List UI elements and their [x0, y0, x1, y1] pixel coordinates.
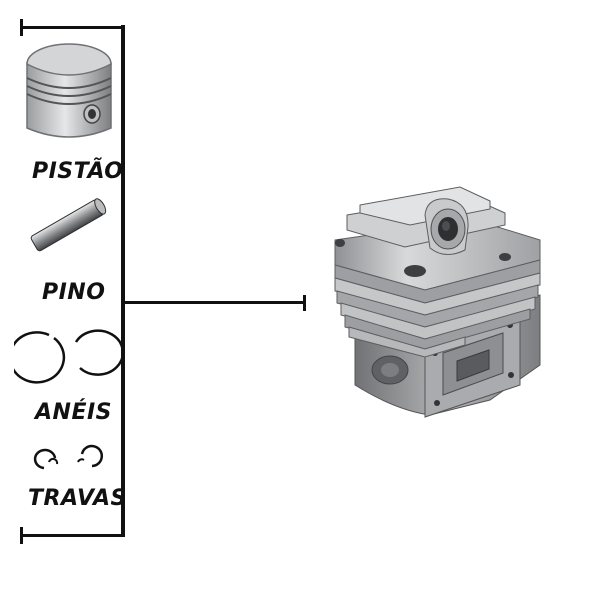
piston-icon: [26, 43, 112, 138]
piston-label: PISTÃO: [32, 159, 124, 184]
piston-rings-icon: [14, 329, 122, 384]
connector-cap: [303, 295, 306, 311]
bracket-bottom-cap: [20, 527, 23, 544]
clips-label: TRAVAS: [28, 486, 127, 511]
bracket-top-cap: [20, 19, 23, 36]
bracket-bottom-line: [22, 534, 124, 537]
bracket-top-line: [22, 26, 124, 29]
piston-pin-icon: [30, 198, 107, 252]
connector-line: [125, 301, 305, 304]
pin-label: PINO: [42, 280, 106, 305]
rings-label: ANÉIS: [35, 400, 112, 425]
retaining-clips-icon: [33, 444, 104, 470]
cylinder-image: [334, 186, 541, 418]
bracket-vertical-line: [121, 25, 125, 537]
